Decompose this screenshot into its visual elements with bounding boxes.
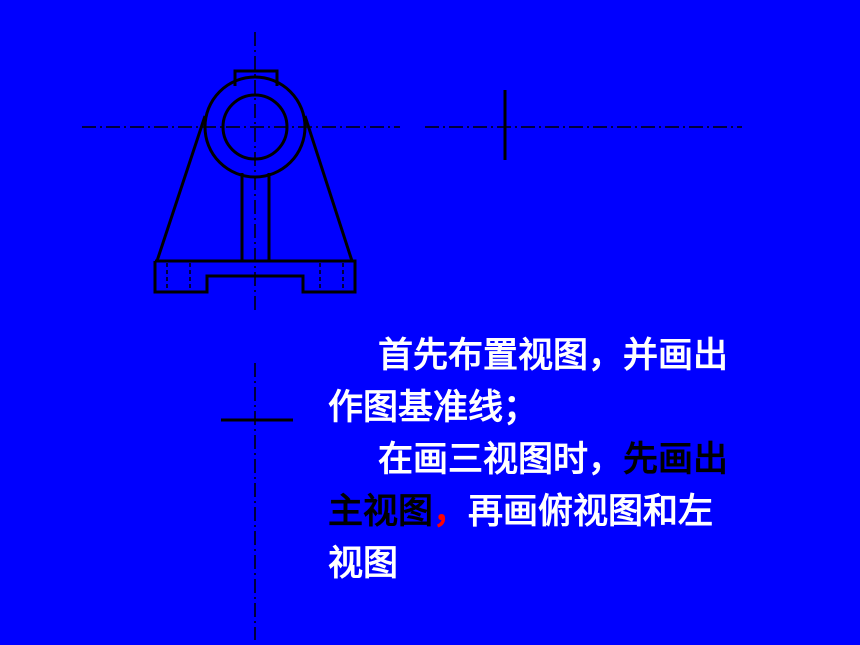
- inner-bore-circle: [221, 93, 289, 161]
- text-emphasis-front-view: 主视图: [328, 492, 434, 532]
- front-view-part: [153, 69, 357, 294]
- top-boss: [233, 69, 279, 86]
- base-hidden-holes: [166, 263, 344, 292]
- instruction-text: 首先布置视图，并画出 作图基准线； 在画三视图时，先画出 主视图，再画俯视图和左…: [328, 330, 828, 590]
- text-p1-line1: 首先布置视图，并画出: [378, 336, 729, 376]
- right-support-edge: [303, 115, 354, 262]
- text-red-comma: ，: [433, 492, 469, 532]
- text-line-4: 主视图，再画俯视图和左: [328, 486, 828, 538]
- text-line-2: 作图基准线；: [328, 382, 828, 434]
- text-p1-line2: 作图基准线；: [328, 388, 539, 428]
- text-emphasis-draw-first: 先画出: [623, 440, 729, 480]
- text-line-5: 视图: [328, 538, 828, 590]
- outer-circle: [203, 75, 307, 179]
- base-outline: [153, 259, 357, 294]
- text-p2-line3: 视图: [328, 544, 399, 584]
- text-p2-line2-b: 再画俯视图和左: [468, 492, 714, 532]
- text-line-3: 在画三视图时，先画出: [328, 434, 828, 486]
- text-line-1: 首先布置视图，并画出: [328, 330, 828, 382]
- text-p2-line1-a: 在画三视图时，: [378, 440, 624, 480]
- left-support-edge: [155, 115, 207, 262]
